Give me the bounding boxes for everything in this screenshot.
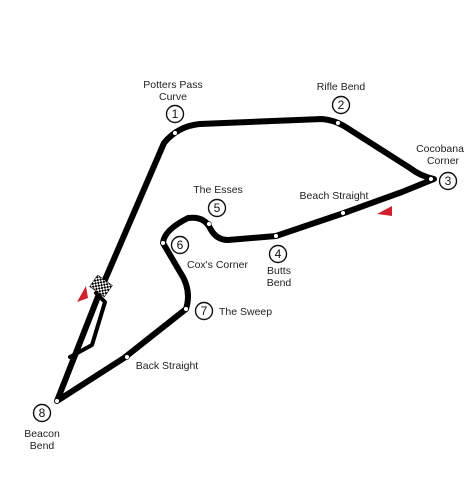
turn-8-marker: 8 Beacon Bend (24, 403, 60, 452)
turn-name-line: Bend (267, 277, 292, 289)
turn-name-line: The Esses (193, 184, 243, 196)
turn-number: 3 (445, 174, 452, 188)
checkered-flag-icon (89, 274, 113, 298)
straight-label-beach: Beach Straight (300, 190, 369, 202)
turn-name-line: Corner (427, 155, 460, 167)
turn-number: 7 (201, 304, 208, 318)
turn-number-circle (32, 403, 52, 423)
turn-3-marker: 3 Cocobana Corner (416, 143, 464, 191)
turn-name-line: Bend (30, 440, 55, 452)
turn-name-line: Potters Pass (143, 79, 203, 91)
straight-label-back: Back Straight (136, 360, 199, 372)
turn-name-line: The Sweep (219, 306, 272, 318)
node-beach-straight (340, 210, 346, 216)
turn-number: 6 (177, 238, 184, 252)
node-turn-5 (206, 221, 212, 227)
node-turn-7 (183, 306, 189, 312)
turn-name-line: Cocobana (416, 143, 464, 155)
turn-name-line: Curve (159, 91, 187, 103)
turn-number-circle (268, 244, 288, 264)
turn-name-line: Butts (267, 265, 291, 277)
node-turn-4 (273, 233, 279, 239)
turn-number-circle (165, 104, 185, 124)
node-turn-8 (54, 398, 60, 404)
node-back-straight (124, 354, 130, 360)
turn-name-line: Beacon (24, 428, 60, 440)
turn-number-circle (194, 301, 214, 321)
turn-5-marker: 5 The Esses (193, 184, 243, 218)
turn-number: 8 (39, 406, 46, 420)
turn-1-marker: 1 Potters Pass Curve (143, 79, 203, 124)
pit-lane (68, 291, 107, 359)
direction-arrow-icon (377, 206, 392, 216)
turn-number-circle (438, 171, 458, 191)
node-turn-2 (335, 120, 341, 126)
node-turn-6 (160, 240, 166, 246)
turn-number: 4 (275, 247, 282, 261)
direction-arrow-icon (77, 286, 88, 302)
turn-6-marker: 6 Cox's Corner (170, 235, 248, 271)
turn-number-circle (207, 198, 227, 218)
turn-number: 5 (214, 201, 221, 215)
turn-number-circle (331, 95, 351, 115)
turn-2-marker: 2 Rifle Bend (317, 81, 366, 115)
turn-7-marker: 7 The Sweep (194, 301, 272, 321)
turn-number: 1 (172, 107, 179, 121)
turn-name-line: Cox's Corner (187, 259, 248, 271)
turn-number: 2 (338, 98, 345, 112)
node-turn-3 (428, 176, 434, 182)
turn-name-line: Rifle Bend (317, 81, 366, 93)
track-nodes (54, 120, 434, 404)
node-turn-1 (172, 130, 178, 136)
turn-4-marker: 4 Butts Bend (267, 244, 292, 289)
turn-number-circle (170, 235, 190, 255)
